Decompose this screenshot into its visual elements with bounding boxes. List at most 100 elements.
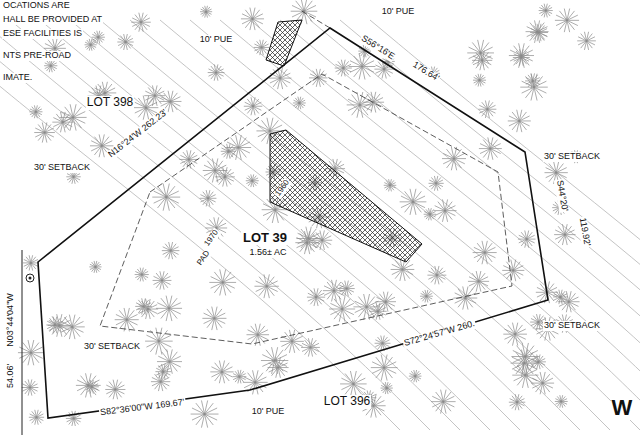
tree-spoke (295, 242, 307, 243)
tree-spoke (487, 109, 489, 118)
tree-symbol (525, 73, 540, 88)
tree-symbol (226, 135, 251, 160)
tree-spoke (72, 321, 83, 326)
tree-spoke (259, 286, 267, 296)
tree-symbol (420, 290, 433, 303)
tree-spoke (514, 58, 522, 62)
tree-spoke (442, 199, 445, 210)
tree-spoke (354, 66, 362, 76)
tree-spoke (353, 374, 361, 384)
tree-spoke (205, 403, 214, 414)
tree-spoke (52, 38, 54, 49)
tree-symbol (409, 370, 422, 382)
tree-spoke (443, 402, 446, 414)
tree-spoke (537, 32, 540, 43)
tree-symbol (424, 208, 437, 220)
tree-spoke (514, 369, 526, 375)
tree-spoke (155, 96, 157, 106)
tree-spoke (441, 390, 444, 402)
tree-spoke (336, 68, 344, 72)
tree-symbol (60, 315, 85, 340)
tree-spoke (560, 395, 561, 401)
tree-spoke (214, 282, 222, 292)
tree-spoke (254, 286, 266, 287)
tree-spoke (238, 138, 246, 148)
tree-spoke (517, 110, 520, 121)
tree-spoke (211, 372, 222, 377)
tree-spoke (526, 81, 533, 84)
tree-spoke (258, 131, 270, 137)
contour-line (100, 20, 580, 430)
tree-spoke (555, 20, 567, 21)
tree-spoke (252, 178, 258, 181)
tree-symbol (215, 167, 235, 186)
tree-spoke (278, 368, 280, 378)
tree-spoke (161, 382, 163, 391)
tree-spoke (320, 230, 322, 240)
tree-symbol (22, 379, 39, 395)
tree-spoke (443, 396, 454, 401)
tree-spoke (340, 383, 353, 384)
tree-symbol (254, 40, 270, 55)
tree-spoke (454, 149, 461, 158)
tree-spoke (362, 66, 365, 79)
tree-spoke (318, 78, 320, 87)
tree-spoke (511, 356, 525, 357)
tree-spoke (252, 181, 253, 187)
tree-spoke (481, 53, 493, 59)
tree-spoke (375, 343, 382, 346)
tree-spoke (517, 357, 526, 368)
tree-spoke (373, 98, 383, 103)
tree-spoke (587, 37, 595, 41)
tree-spoke (488, 137, 491, 148)
tree-spoke (509, 121, 519, 126)
tree-spoke (76, 385, 88, 386)
tree-symbol (29, 105, 42, 118)
tree-spoke (30, 112, 36, 115)
tree-symbol (340, 371, 367, 397)
tree-spoke (480, 149, 490, 154)
tree-spoke (527, 235, 535, 239)
tree-spoke (348, 99, 360, 105)
tree-spoke (519, 120, 530, 121)
tree-spoke (385, 382, 386, 388)
tree-symbol (261, 347, 288, 374)
tree-spoke (124, 34, 126, 42)
tree-spoke (135, 102, 146, 107)
tree-spoke (44, 48, 55, 49)
tree-spoke (262, 355, 274, 361)
tree-spoke (584, 32, 586, 41)
tree-symbol (472, 51, 492, 71)
tree-symbol (473, 241, 497, 264)
tree-spoke (102, 146, 105, 157)
tree-spoke (454, 158, 466, 159)
tree-spoke (205, 6, 206, 12)
tree-spoke (405, 202, 413, 212)
tree-spoke (145, 341, 159, 342)
tree-spoke (537, 355, 539, 362)
tree-symbol (135, 268, 149, 282)
tree-spoke (479, 281, 490, 282)
tree-spoke (204, 165, 215, 170)
tree-spoke (74, 418, 76, 426)
tree-spoke (132, 22, 141, 26)
tree-spoke (209, 73, 217, 77)
tree-spoke (91, 45, 92, 51)
tree-spoke (525, 375, 528, 388)
tree-spoke (294, 103, 300, 106)
tree-spoke (525, 346, 534, 357)
tree-spoke (211, 282, 223, 288)
tree-spoke (222, 372, 225, 383)
tree-spoke (485, 253, 496, 258)
tree-spoke (522, 343, 525, 357)
tree-spoke (532, 362, 539, 365)
tree-spoke (515, 394, 517, 402)
tree-spoke (342, 309, 354, 315)
tree-spoke (215, 165, 226, 170)
tree-spoke (256, 286, 267, 291)
tree-spoke (578, 41, 586, 45)
tree-spoke (267, 286, 270, 298)
tree-symbol (244, 97, 262, 115)
tree-spoke (445, 206, 455, 211)
tree-spoke (115, 389, 117, 399)
